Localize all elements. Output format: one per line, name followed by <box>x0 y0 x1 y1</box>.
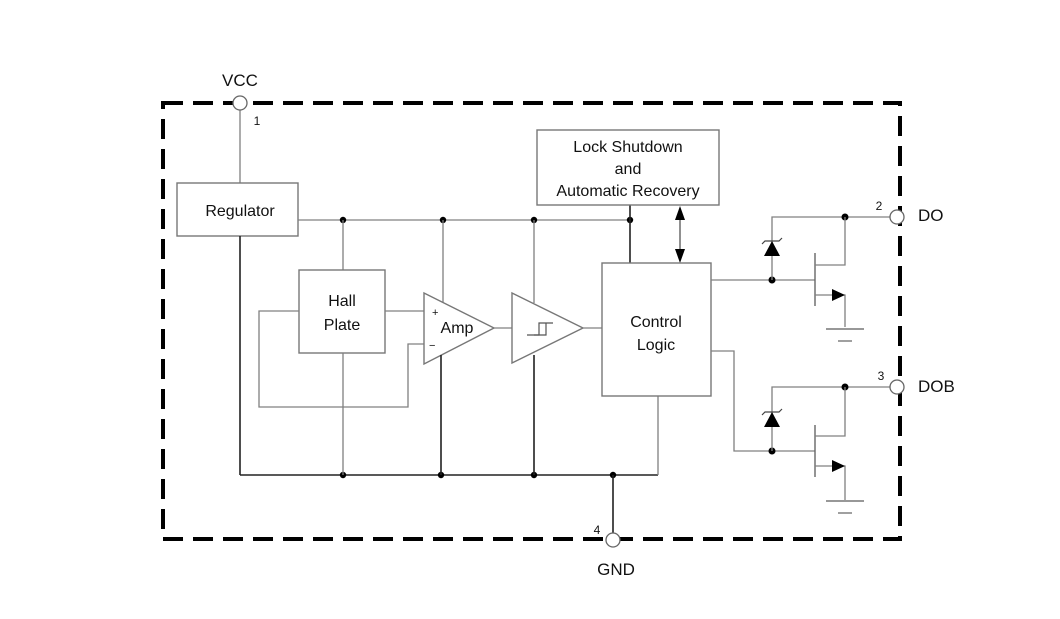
lock-label-2: and <box>615 161 642 178</box>
feedback-loop <box>258 310 424 408</box>
pin-4-number: 4 <box>594 523 601 537</box>
dob-pin <box>889 379 905 395</box>
do-label: DO <box>918 206 944 225</box>
hall-plate-label-1: Hall <box>328 293 356 310</box>
amp-label: Amp <box>441 320 474 337</box>
lock-label-1: Lock Shutdown <box>573 139 682 156</box>
do-pin <box>889 209 905 225</box>
control-logic-label-2: Logic <box>637 337 675 354</box>
pin-1-number: 1 <box>254 114 261 128</box>
zener-diode-icon <box>764 241 780 256</box>
control-logic-label-1: Control <box>630 314 682 331</box>
vcc-label: VCC <box>222 71 258 90</box>
vcc-pin <box>232 95 248 111</box>
schmitt-trigger-triangle <box>511 291 585 365</box>
amp-triangle <box>423 291 496 366</box>
amp-minus: − <box>429 340 435 352</box>
control-logic-block <box>601 262 712 397</box>
regulator-label: Regulator <box>205 203 275 220</box>
dob-label: DOB <box>918 377 955 396</box>
zener-diode-icon <box>764 412 780 427</box>
gnd-label: GND <box>597 560 635 579</box>
pin-3-number: 3 <box>878 369 885 383</box>
amp-plus: + <box>432 307 438 319</box>
chip-boundary <box>161 101 902 541</box>
hall-plate-block <box>298 269 386 354</box>
lock-label-3: Automatic Recovery <box>556 183 699 200</box>
pin-2-number: 2 <box>876 199 883 213</box>
gnd-pin <box>605 532 621 548</box>
hall-plate-label-2: Plate <box>324 317 361 334</box>
regulator-block <box>176 182 299 237</box>
lock-shutdown-block <box>536 129 720 206</box>
